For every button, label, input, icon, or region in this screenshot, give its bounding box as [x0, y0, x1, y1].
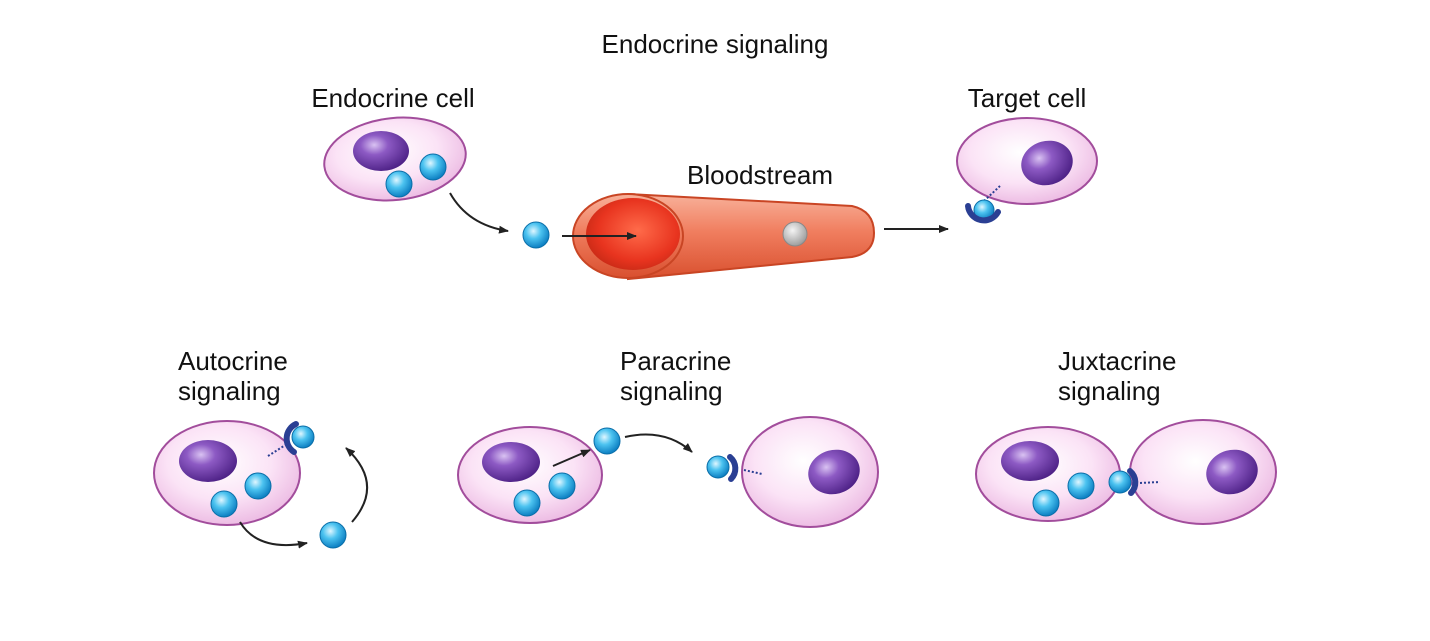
secretory-vesicle [1032, 489, 1060, 517]
secretory-vesicle [513, 489, 541, 517]
juxtacrine-signaling-cell [975, 426, 1121, 522]
hormone-in-blood [782, 221, 808, 247]
target-cell-label: Target cell [968, 83, 1087, 113]
autocrine-return-arrow [345, 447, 368, 523]
endocrine-cell [323, 116, 467, 202]
target-cell [956, 117, 1098, 224]
paracrine-secretion-arrow [552, 449, 591, 467]
autocrine-cell-nucleus [179, 440, 237, 482]
diagram-title: Endocrine signaling [602, 29, 829, 59]
paracrine-hormone [593, 427, 621, 455]
juxtacrine-target-cell [1129, 419, 1277, 525]
juxtacrine-label-line1: Juxtacrine [1058, 346, 1177, 376]
paracrine-label-line1: Paracrine [620, 346, 731, 376]
juxtacrine-target-nucleus [1206, 449, 1258, 495]
blood-vessel [572, 192, 876, 281]
target-cell-nucleus [1021, 140, 1073, 186]
secretory-vesicle [385, 170, 413, 198]
secretion-arrow [449, 192, 509, 234]
autocrine-hormone [319, 521, 347, 549]
hormone-molecule [522, 221, 550, 249]
secretory-vesicle [244, 472, 272, 500]
secretory-vesicle [548, 472, 576, 500]
paracrine-target-cell [706, 416, 879, 528]
autocrine-receptor-bound-hormone [267, 421, 315, 457]
paracrine-secreting-cell [457, 426, 603, 524]
secretory-vesicle [210, 490, 238, 518]
paracrine-diffusion-arrow [624, 433, 693, 453]
paracrine-target-nucleus [808, 449, 860, 495]
receptor-bound-hormone [965, 185, 1001, 224]
secretory-vesicle [1067, 472, 1095, 500]
vessel-lumen [586, 198, 680, 270]
endocrine-cell-label: Endocrine cell [311, 83, 474, 113]
juxtacrine-signaling-nucleus [1001, 441, 1059, 481]
autocrine-release-arrow [239, 521, 308, 549]
juxtacrine-membrane-bound-ligand-receptor [1108, 468, 1161, 496]
juxtacrine-label-line2: signaling [1058, 376, 1161, 406]
autocrine-cell [153, 420, 315, 526]
endocrine-cell-nucleus [353, 131, 409, 171]
paracrine-secreting-nucleus [482, 442, 540, 482]
paracrine-receptor-bound-hormone [706, 454, 763, 482]
autocrine-label-line1: Autocrine [178, 346, 288, 376]
secretory-vesicle [419, 153, 447, 181]
bloodstream-label: Bloodstream [687, 160, 833, 190]
autocrine-label-line2: signaling [178, 376, 281, 406]
paracrine-label-line2: signaling [620, 376, 723, 406]
